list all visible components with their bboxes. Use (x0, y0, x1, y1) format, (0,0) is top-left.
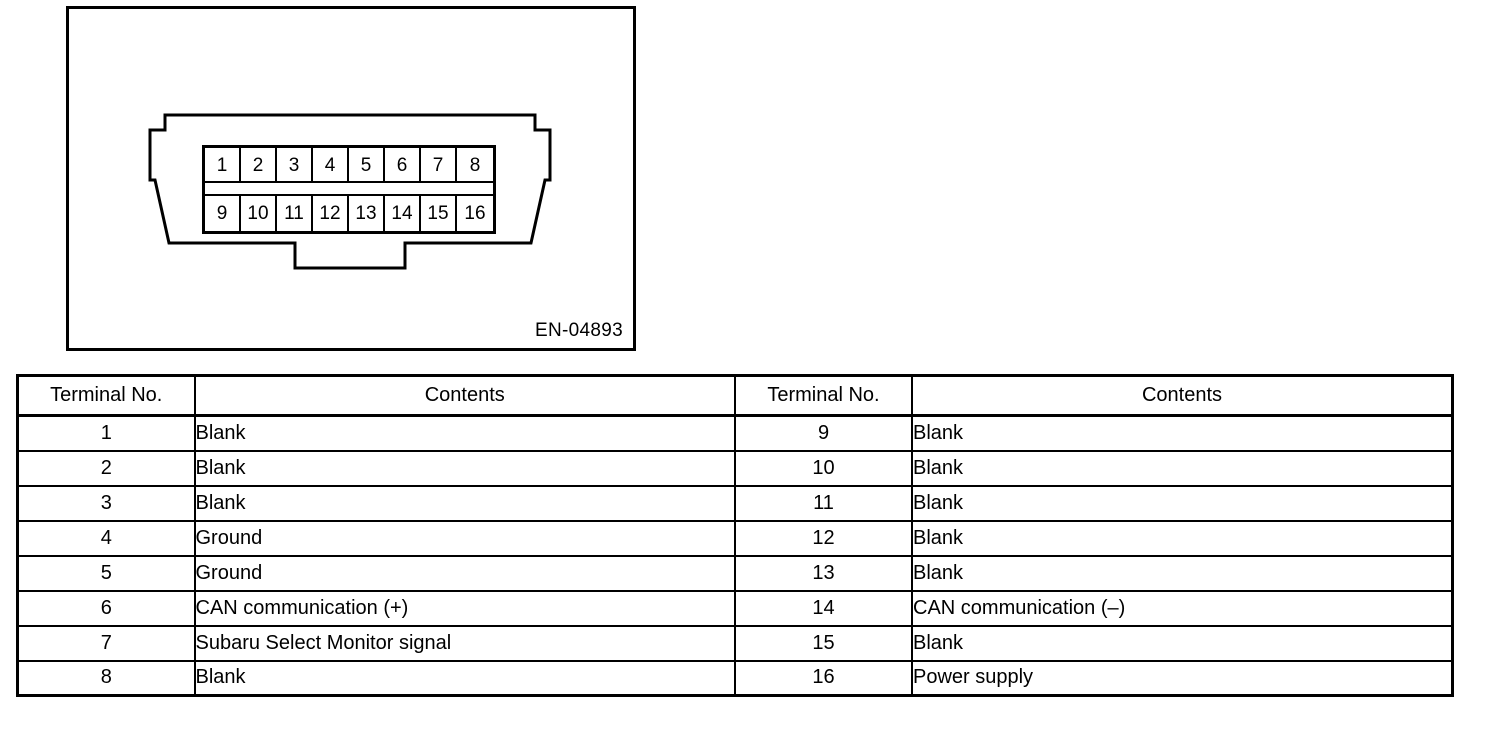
pin-cell: 13 (349, 196, 385, 231)
table-header: Terminal No. Contents Terminal No. Conte… (16, 374, 1454, 417)
connector-illustration-panel: 1 2 3 4 5 6 7 8 9 10 11 12 13 14 15 16 E… (66, 6, 636, 351)
cell-terminal-no-left: 4 (16, 519, 196, 557)
cell-contents-left: Blank (193, 414, 736, 452)
pin-cell: 10 (241, 196, 277, 231)
header-row: Terminal No. Contents Terminal No. Conte… (16, 374, 1454, 417)
cell-terminal-no-left: 2 (16, 449, 196, 487)
cell-contents-left: CAN communication (+) (193, 589, 736, 627)
pin-row-bottom: 9 10 11 12 13 14 15 16 (205, 196, 493, 231)
cell-terminal-no-right: 14 (734, 589, 913, 627)
header-terminal-no-left: Terminal No. (16, 374, 196, 417)
pin-cell: 9 (205, 196, 241, 231)
pin-cell: 6 (385, 148, 421, 183)
cell-terminal-no-right: 11 (734, 484, 913, 522)
pin-grid: 1 2 3 4 5 6 7 8 9 10 11 12 13 14 15 16 (202, 145, 496, 234)
cell-terminal-no-right: 16 (734, 659, 913, 697)
pin-cell: 16 (457, 196, 493, 231)
cell-terminal-no-right: 10 (734, 449, 913, 487)
pin-cell: 2 (241, 148, 277, 183)
connector-body-path (148, 113, 552, 270)
cell-contents-right: Blank (911, 449, 1454, 487)
cell-terminal-no-right: 9 (734, 414, 913, 452)
cell-contents-left: Blank (193, 659, 736, 697)
header-terminal-no-right: Terminal No. (734, 374, 913, 417)
cell-contents-left: Ground (193, 519, 736, 557)
cell-terminal-no-right: 15 (734, 624, 913, 662)
header-contents-left: Contents (193, 374, 736, 417)
cell-terminal-no-left: 5 (16, 554, 196, 592)
cell-terminal-no-left: 6 (16, 589, 196, 627)
cell-terminal-no-right: 13 (734, 554, 913, 592)
figure-code-label: EN-04893 (535, 320, 623, 341)
cell-contents-right: Blank (911, 414, 1454, 452)
pin-cell: 1 (205, 148, 241, 183)
pin-grid-spacer (205, 183, 493, 196)
cell-contents-right: Blank (911, 554, 1454, 592)
cell-contents-right: Blank (911, 519, 1454, 557)
pin-row-top: 1 2 3 4 5 6 7 8 (205, 148, 493, 183)
cell-terminal-no-left: 3 (16, 484, 196, 522)
pin-cell: 12 (313, 196, 349, 231)
pin-cell: 5 (349, 148, 385, 183)
header-contents-right: Contents (911, 374, 1454, 417)
cell-terminal-no-right: 12 (734, 519, 913, 557)
connector-outline-drawing (148, 113, 552, 270)
pin-cell: 15 (421, 196, 457, 231)
pin-cell: 3 (277, 148, 313, 183)
cell-contents-right: CAN communication (–) (911, 589, 1454, 627)
pin-cell: 11 (277, 196, 313, 231)
cell-terminal-no-left: 8 (16, 659, 196, 697)
cell-terminal-no-left: 7 (16, 624, 196, 662)
cell-contents-left: Blank (193, 449, 736, 487)
cell-contents-right: Power supply (911, 659, 1454, 697)
cell-contents-left: Blank (193, 484, 736, 522)
terminal-assignment-table: Terminal No. Contents Terminal No. Conte… (16, 374, 1454, 697)
pin-cell: 4 (313, 148, 349, 183)
cell-contents-left: Subaru Select Monitor signal (193, 624, 736, 662)
cell-terminal-no-left: 1 (16, 414, 196, 452)
cell-contents-left: Ground (193, 554, 736, 592)
cell-contents-right: Blank (911, 624, 1454, 662)
pin-cell: 8 (457, 148, 493, 183)
pin-cell: 14 (385, 196, 421, 231)
cell-contents-right: Blank (911, 484, 1454, 522)
pin-cell: 7 (421, 148, 457, 183)
